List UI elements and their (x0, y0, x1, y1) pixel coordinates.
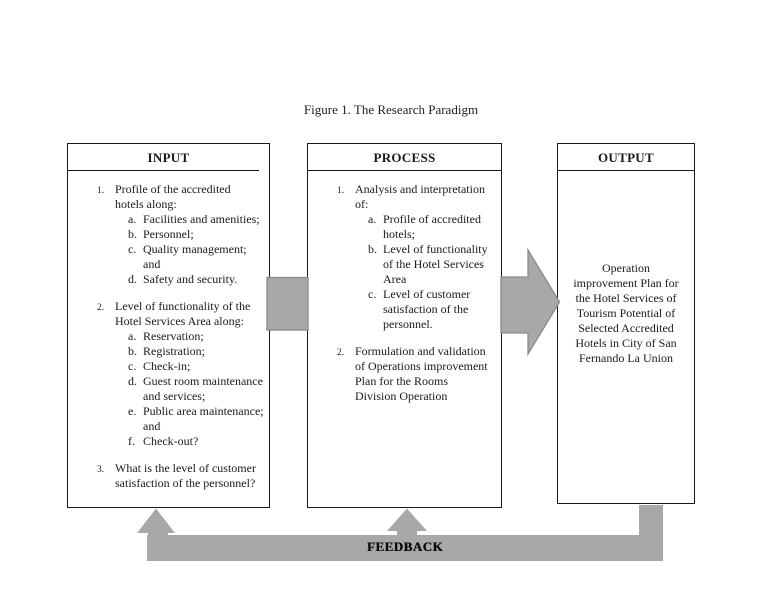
output-header: OUTPUT (558, 144, 694, 171)
figure-caption: Figure 1. The Research Paradigm (303, 102, 479, 117)
sub-item: c. Quality management; and (128, 242, 264, 272)
sub-item: f. Check-out? (128, 434, 264, 449)
sub-item: e. Public area maintenance; and (128, 404, 264, 434)
sub-text: Quality management; and (143, 242, 247, 271)
process-content: 1. Analysis and interpretation of: a. Pr… (308, 171, 501, 404)
sub-text: Facilities and amenities; (143, 212, 260, 226)
item-number: 2. (337, 348, 345, 358)
list-item: 1. Analysis and interpretation of: (337, 182, 496, 212)
sub-letter: a. (128, 212, 137, 226)
sub-letter: a. (368, 212, 377, 226)
sub-letter: a. (128, 329, 137, 343)
feedback-label: FEEDBACK (366, 539, 444, 554)
input-box: INPUT 1. Profile of the accredited hotel… (67, 143, 270, 508)
list-item: 1. Profile of the accredited hotels alon… (97, 182, 264, 212)
sub-text: Public area maintenance; and (143, 404, 264, 433)
sub-letter: c. (128, 359, 137, 373)
sub-item: a. Profile of accredited hotels; (368, 212, 496, 242)
sub-item: a. Reservation; (128, 329, 264, 344)
list-item: 2. Formulation and validation of Operati… (337, 344, 496, 404)
sub-text: Guest room maintenance and services; (143, 374, 263, 403)
process-output-arrow (500, 247, 561, 357)
sub-letter: f. (128, 434, 135, 448)
item-number: 2. (97, 303, 105, 313)
input-process-connector (266, 276, 309, 331)
feedback-left-stem (148, 531, 168, 561)
sub-text: Check-in; (143, 359, 191, 373)
output-box: OUTPUT Operation improvement Plan for th… (557, 143, 695, 504)
list-item: 3. What is the level of customer satisfa… (97, 461, 264, 491)
sub-item: d. Safety and security. (128, 272, 264, 287)
item-text: Profile of the accredited hotels along: (115, 182, 231, 211)
sub-text: Safety and security. (143, 272, 238, 286)
sub-item: d. Guest room maintenance and services; (128, 374, 264, 404)
process-header: PROCESS (308, 144, 501, 171)
item-text: What is the level of customer satisfacti… (115, 461, 256, 490)
sub-text: Level of customer satisfaction of the pe… (383, 287, 471, 331)
feedback-middle-stem (397, 529, 417, 539)
sub-text: Check-out? (143, 434, 199, 448)
sub-text: Personnel; (143, 227, 194, 241)
sub-letter: b. (128, 227, 137, 241)
sub-item: a. Facilities and amenities; (128, 212, 264, 227)
sub-text: Profile of accredited hotels; (383, 212, 481, 241)
item-number: 1. (337, 186, 345, 196)
sub-text: Reservation; (143, 329, 204, 343)
feedback-arrow-middle (387, 508, 427, 531)
sub-item: c. Level of customer satisfaction of the… (368, 287, 496, 332)
sub-text: Registration; (143, 344, 205, 358)
input-header: INPUT (68, 144, 269, 171)
list-item: 2. Level of functionality of the Hotel S… (97, 299, 264, 329)
item-number: 3. (97, 465, 105, 475)
process-box: PROCESS 1. Analysis and interpretation o… (307, 143, 502, 508)
item-text: Formulation and validation of Operations… (355, 344, 488, 403)
sub-letter: c. (128, 242, 137, 256)
input-content: 1. Profile of the accredited hotels alon… (68, 171, 269, 491)
item-text: Analysis and interpretation of: (355, 182, 485, 211)
sub-item: b. Level of functionality of the Hotel S… (368, 242, 496, 287)
output-text: Operation improvement Plan for the Hotel… (573, 261, 679, 365)
sub-item: c. Check-in; (128, 359, 264, 374)
item-number: 1. (97, 186, 105, 196)
sub-letter: d. (128, 374, 137, 388)
sub-item: b. Personnel; (128, 227, 264, 242)
item-text: Level of functionality of the Hotel Serv… (115, 299, 251, 328)
sub-letter: c. (368, 287, 377, 301)
sub-letter: b. (128, 344, 137, 358)
output-feedback-stem (639, 505, 663, 561)
sub-text: Level of functionality of the Hotel Serv… (383, 242, 488, 286)
sub-letter: e. (128, 404, 137, 418)
sub-item: b. Registration; (128, 344, 264, 359)
feedback-arrow-left (137, 508, 175, 533)
sub-letter: d. (128, 272, 137, 286)
sub-letter: b. (368, 242, 377, 256)
